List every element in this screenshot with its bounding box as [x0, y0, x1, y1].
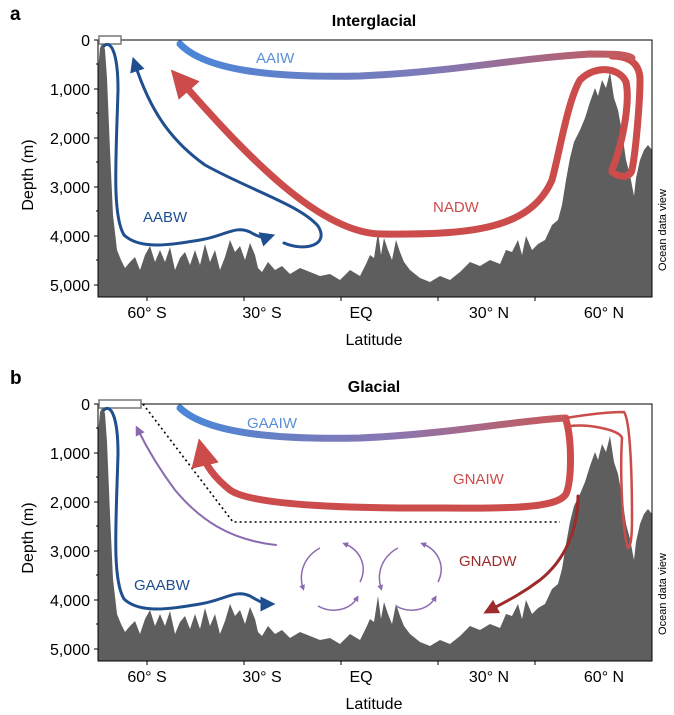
panel-b: b Glacial 0 1,000 2,000 3,000 4,000 5,00…: [10, 368, 669, 713]
panel-a-x-axis: [146, 297, 536, 301]
panel-a-x-label: Latitude: [346, 332, 403, 349]
panel-a-ytick-1: 1,000: [50, 82, 90, 99]
panel-a-xtick-0: 60° S: [127, 305, 166, 322]
panel-a-ytick-0: 0: [81, 33, 90, 50]
panel-b-watermark: Ocean data view: [657, 553, 669, 635]
panel-b-boundary-line: [142, 403, 560, 523]
panel-b-y-label: Depth (m): [20, 502, 37, 573]
panel-a-ice-shelf: [98, 35, 122, 45]
panel-b-eddy-left: [299, 542, 364, 611]
panel-a-xtick-2: EQ: [349, 305, 372, 322]
panel-b-x-axis: [146, 661, 536, 665]
panel-a-title: Interglacial: [332, 13, 416, 30]
panel-b-x-label: Latitude: [346, 696, 403, 713]
panel-a-ytick-3: 3,000: [50, 180, 90, 197]
panel-b-ytick-3: 3,000: [50, 544, 90, 561]
panel-b-letter: b: [10, 368, 22, 389]
panel-b-xtick-3: 30° N: [469, 669, 509, 686]
panel-b-ytick-2: 2,000: [50, 495, 90, 512]
panel-b-gnadw-label: GNADW: [459, 553, 517, 570]
panel-b-gnadw-arrow: [483, 494, 580, 614]
panel-a-nadw-label: NADW: [433, 199, 480, 216]
panel-b-gaaiw-flow: [176, 404, 570, 442]
panel-b-ytick-1: 1,000: [50, 446, 90, 463]
panel-b-frame: [97, 403, 653, 662]
panel-a-aaiw-label: AAIW: [256, 50, 295, 67]
panel-b-ytick-5: 5,000: [50, 642, 90, 659]
panel-b-xtick-4: 60° N: [584, 669, 624, 686]
panel-a-xtick-1: 30° S: [242, 305, 281, 322]
panel-a-ytick-5: 5,000: [50, 278, 90, 295]
panel-a-watermark: Ocean data view: [657, 189, 669, 271]
panel-b-bathymetry: [98, 406, 652, 661]
panel-a-y-axis: [94, 39, 98, 286]
panel-a-aabw-loop: [130, 56, 323, 249]
panel-a: a Interglacial 0 1,000 2,000 3,000 4,000…: [10, 4, 669, 349]
panel-b-ytick-4: 4,000: [50, 593, 90, 610]
panel-b-gaabw-label: GAABW: [134, 577, 191, 594]
panel-b-eddy-right: [377, 542, 442, 611]
panel-b-y-axis: [94, 403, 98, 650]
panel-b-xtick-2: EQ: [349, 669, 372, 686]
panel-a-nadw-arrow: [170, 66, 631, 238]
panel-a-aabw-flow: [102, 43, 276, 247]
panel-b-xtick-0: 60° S: [127, 669, 166, 686]
panel-b-ice-shelf: [98, 399, 142, 409]
panel-b-gnaiw-label: GNAIW: [453, 471, 505, 488]
panel-a-y-label: Depth (m): [20, 139, 37, 210]
panel-a-aaiw-flow: [176, 40, 636, 80]
panel-b-ytick-0: 0: [81, 397, 90, 414]
panel-a-aabw-label: AABW: [143, 209, 188, 226]
panel-b-gaabw-flow: [102, 407, 276, 612]
panel-a-ytick-2: 2,000: [50, 131, 90, 148]
panel-b-xtick-1: 30° S: [242, 669, 281, 686]
panel-a-xtick-3: 30° N: [469, 305, 509, 322]
panel-a-nadw-north-loop: [608, 52, 644, 180]
panel-b-gnaiw-north-loop: [564, 410, 634, 550]
panel-b-title: Glacial: [348, 379, 400, 396]
panel-a-xtick-4: 60° N: [584, 305, 624, 322]
panel-a-ytick-4: 4,000: [50, 229, 90, 246]
panel-a-bathymetry: [98, 42, 652, 297]
panel-b-gnaiw-arrow: [191, 416, 574, 512]
panel-b-purple-arrow: [135, 425, 277, 546]
panel-a-letter: a: [10, 4, 21, 25]
panel-a-frame: [97, 39, 653, 298]
panel-b-gaaiw-label: GAAIW: [247, 415, 298, 432]
